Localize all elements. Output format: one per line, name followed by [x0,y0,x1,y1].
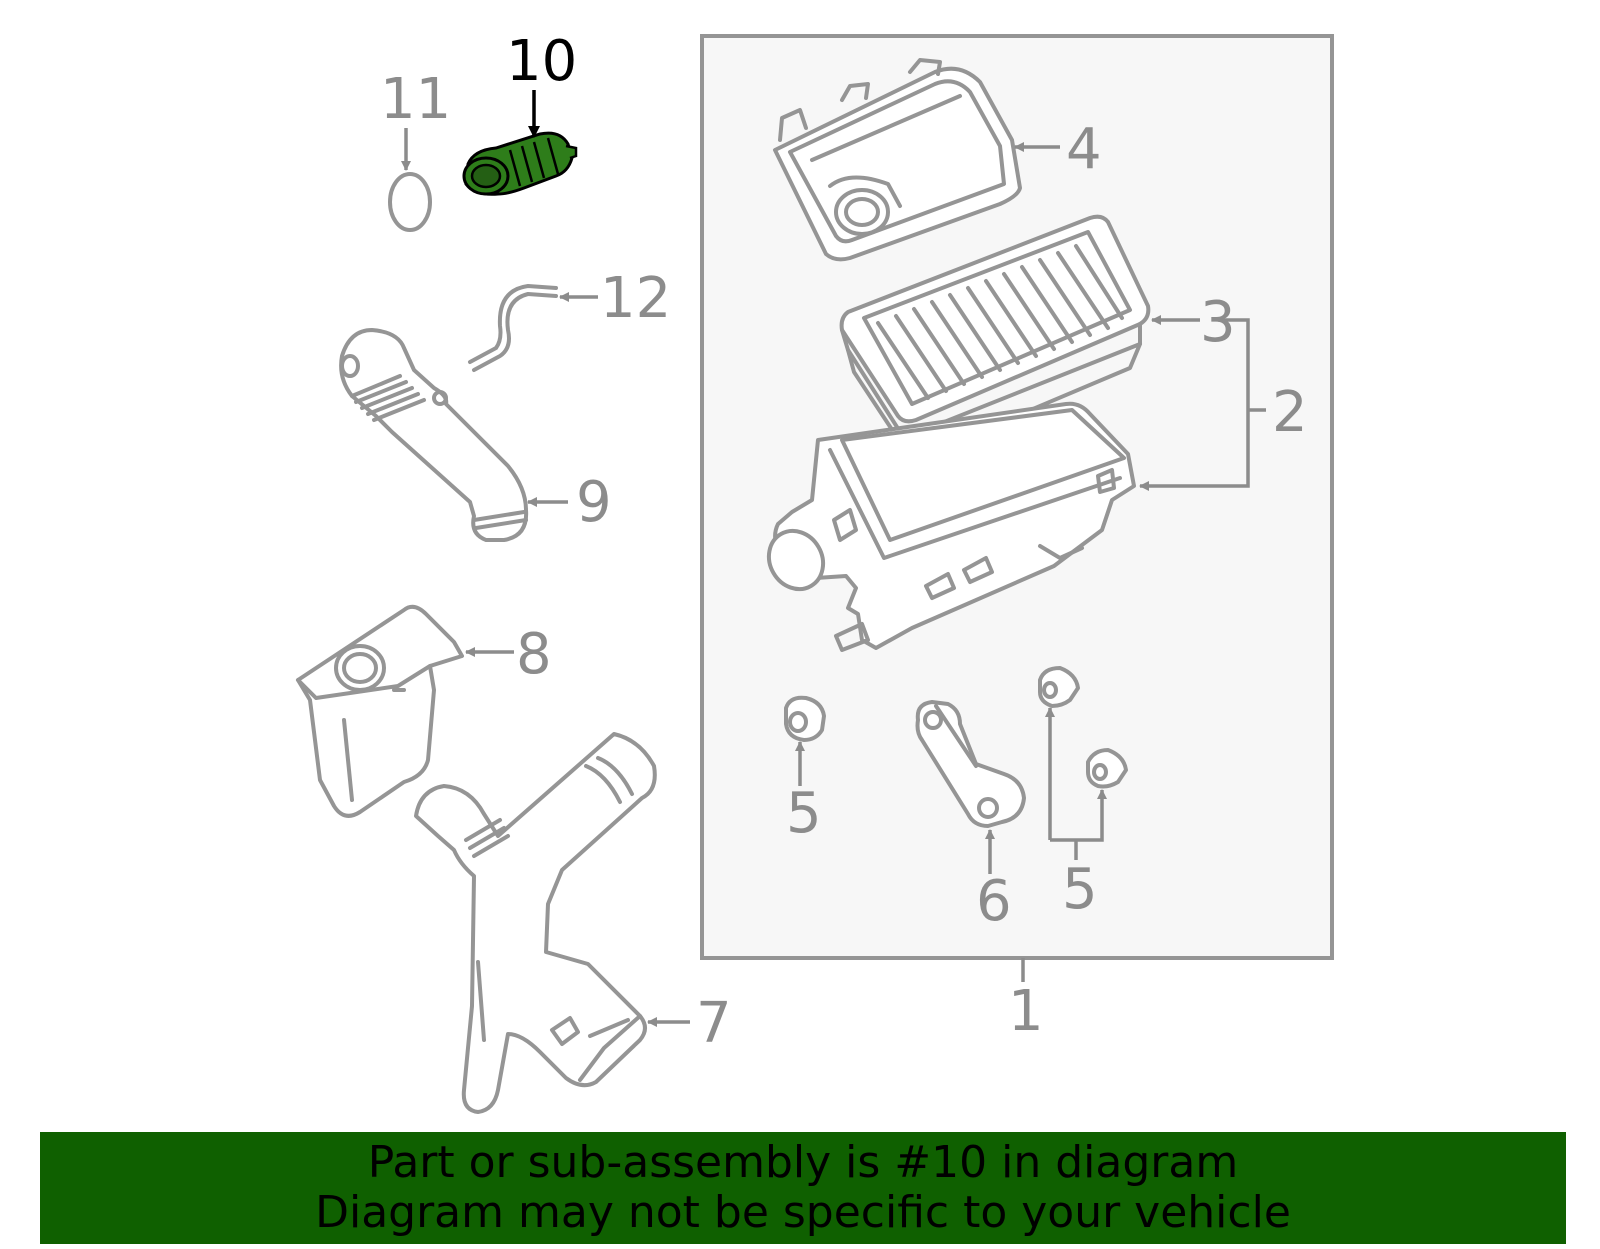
part-10-sensor-highlighted[interactable] [462,131,578,196]
part-9-intake-duct[interactable] [339,328,529,542]
part-5-grommet-right[interactable] [1086,748,1128,789]
callout-2: 2 [1272,380,1308,445]
part-2-lower-box[interactable] [758,401,1136,652]
part-11-o-ring[interactable] [388,172,432,232]
callout-5-left: 5 [786,781,822,846]
callout-1: 1 [1008,979,1044,1044]
part-12-hose[interactable] [472,292,558,372]
callout-4: 4 [1066,117,1102,182]
part-5-grommet-top[interactable] [1038,666,1080,708]
callout-9: 9 [576,470,612,535]
part-4-cover[interactable] [773,58,1022,262]
part-6-bracket[interactable] [915,700,1026,828]
part-3-filter[interactable] [839,214,1151,462]
footer-line-2: Diagram may not be specific to your vehi… [315,1187,1291,1238]
callout-8: 8 [516,622,552,687]
footer-line-1: Part or sub-assembly is #10 in diagram [367,1137,1239,1188]
part-8-air-inlet[interactable] [296,604,464,818]
callout-7: 7 [696,991,732,1056]
callout-3: 3 [1200,290,1236,355]
part-7-y-duct[interactable] [414,732,657,1114]
callout-11: 11 [380,67,451,132]
callout-6: 6 [976,869,1012,934]
part-5-grommet-left[interactable] [784,695,826,742]
callout-10: 10 [506,29,577,94]
footer-banner: Part or sub-assembly is #10 in diagram D… [40,1132,1566,1244]
callout-5-right: 5 [1062,857,1098,922]
callout-12: 12 [600,266,671,331]
